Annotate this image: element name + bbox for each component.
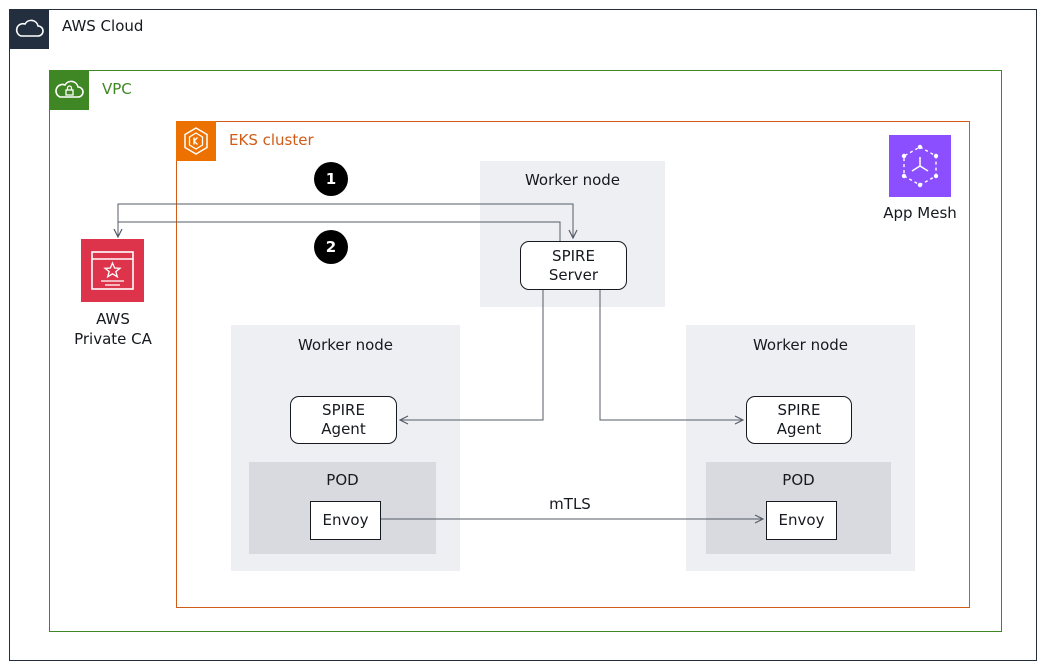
mesh-icon xyxy=(889,135,951,197)
envoy-left-label: Envoy xyxy=(322,511,369,529)
spire-agent-right-line-1: SPIRE xyxy=(777,401,821,419)
worker-node-top-label: Worker node xyxy=(524,171,621,189)
edge-ca-to-server xyxy=(117,203,573,238)
eks-cluster-group xyxy=(176,121,970,608)
spire-server-box: SPIRE Server xyxy=(520,241,627,290)
spire-server-line-1: SPIRE xyxy=(552,246,595,265)
aws-cloud-label: AWS Cloud xyxy=(62,17,144,35)
vpc-icon xyxy=(49,70,89,110)
spire-agent-left-box: SPIRE Agent xyxy=(290,396,397,444)
step-badge-2: 2 xyxy=(314,230,348,264)
app-mesh-label: App Mesh xyxy=(883,204,957,222)
aws-cloud-icon xyxy=(9,9,49,49)
eks-icon xyxy=(176,121,216,161)
private-ca-label: AWS Private CA xyxy=(58,309,168,349)
pod-left-label: POD xyxy=(326,471,359,489)
eks-cluster-label: EKS cluster xyxy=(229,131,314,149)
pod-right-label: POD xyxy=(782,471,815,489)
spire-agent-left-line-2: Agent xyxy=(321,420,366,438)
envoy-right-label: Envoy xyxy=(778,511,825,529)
edge-server-to-left-agent xyxy=(400,290,544,420)
envoy-right-box: Envoy xyxy=(766,501,837,540)
worker-node-left-label: Worker node xyxy=(297,336,394,354)
private-ca-label-line-1: AWS xyxy=(96,310,130,328)
spire-server-line-2: Server xyxy=(548,265,599,284)
spire-agent-right-box: SPIRE Agent xyxy=(746,396,852,444)
vpc-label: VPC xyxy=(102,80,132,98)
worker-node-right-label: Worker node xyxy=(752,336,849,354)
step-badge-1: 1 xyxy=(314,162,348,196)
private-ca-label-line-2: Private CA xyxy=(74,330,152,348)
edge-server-to-right-agent xyxy=(599,290,743,420)
certificate-icon xyxy=(81,239,144,302)
mtls-label: mTLS xyxy=(549,495,591,513)
spire-agent-left-line-1: SPIRE xyxy=(322,401,365,419)
edge-server-to-ca xyxy=(118,221,561,241)
spire-agent-right-line-2: Agent xyxy=(776,420,822,438)
vpc-group xyxy=(49,70,1002,632)
envoy-left-box: Envoy xyxy=(310,501,381,540)
aws-cloud-group xyxy=(9,9,1037,661)
